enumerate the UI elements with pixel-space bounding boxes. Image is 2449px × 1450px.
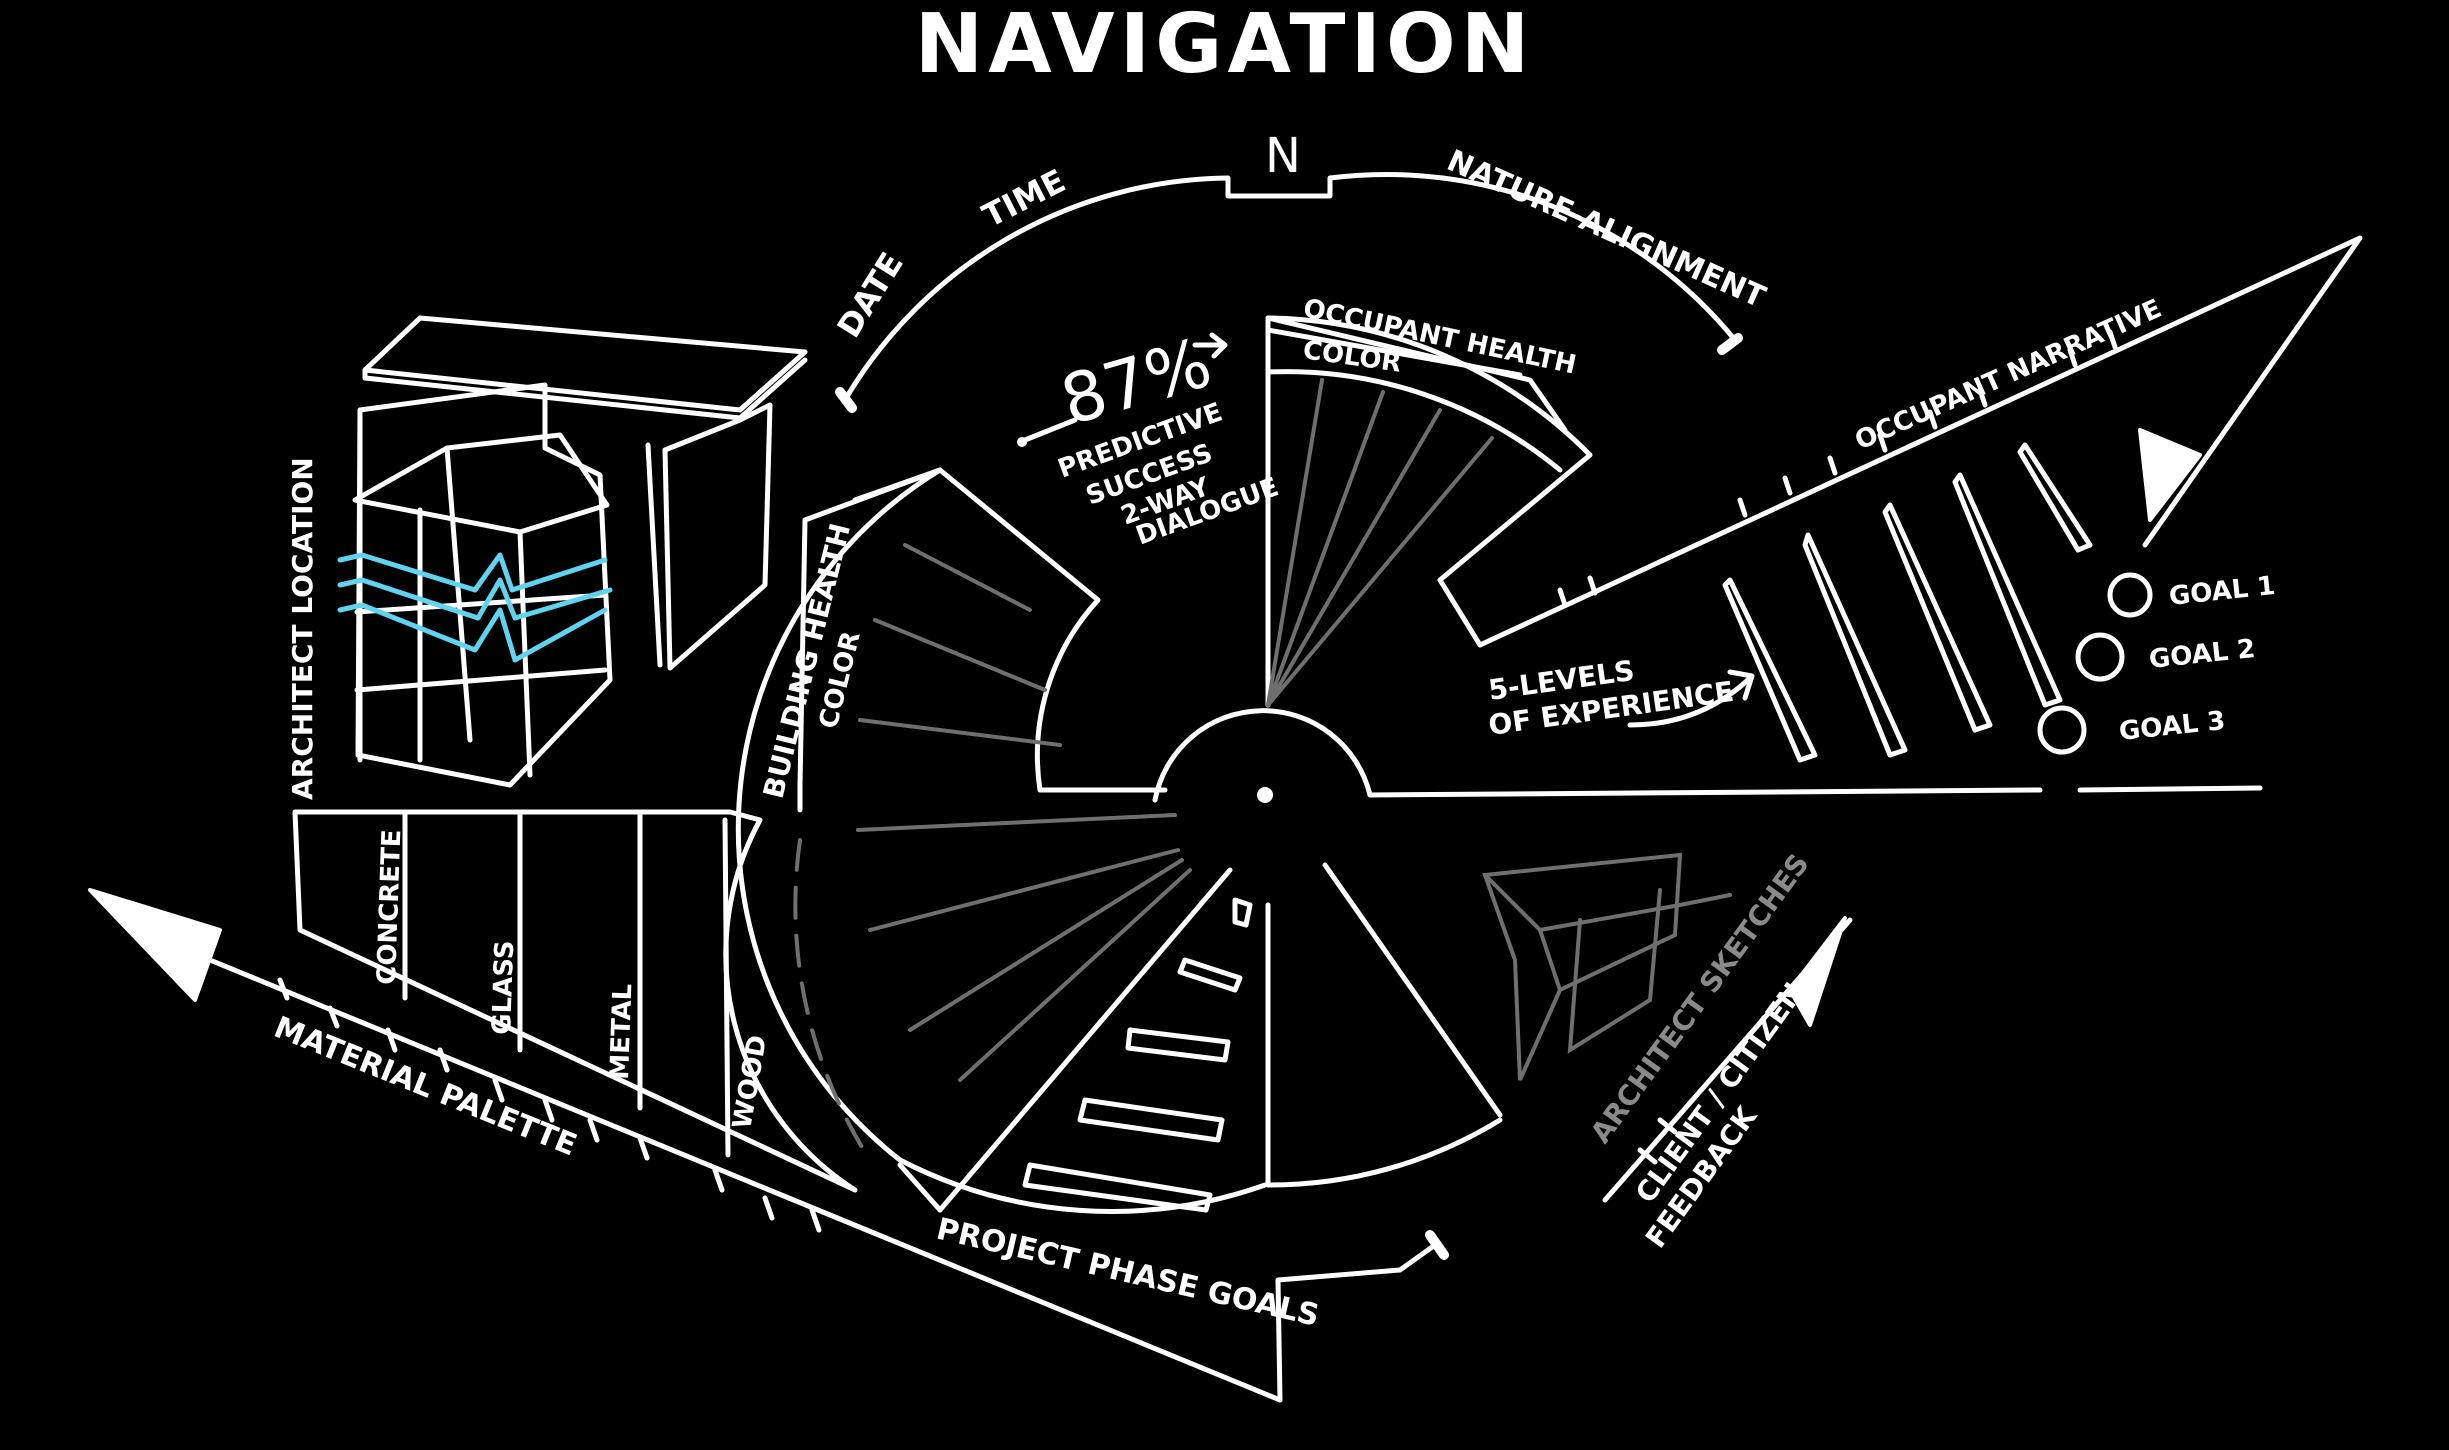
hub-dot-icon: [1257, 787, 1273, 803]
page-title: NAVIGATION: [914, 0, 1535, 92]
material-palette-label: MATERIAL PALETTE: [269, 1010, 582, 1163]
architect-sketch-cube: [1482, 852, 1732, 1081]
compass-arc: [835, 171, 1743, 413]
predictive-success-block: [1017, 332, 1228, 447]
experience-arrowhead-icon: [1727, 669, 1755, 701]
building-health-color-bands: [793, 543, 1192, 1162]
architect-location-label: ARCHITECT LOCATION: [286, 457, 319, 800]
feedback-arrow: [1602, 916, 1853, 1203]
project-phase-rungs: [1022, 897, 1253, 1213]
occupant-narrative-arrow: [1477, 235, 2363, 648]
goal-2-icon: [2075, 632, 2125, 682]
experience-level-bars: [1722, 442, 2093, 763]
goal-1-icon: [2107, 572, 2153, 618]
material-palette-arrow: [88, 888, 1283, 1403]
occupant-health-color-bands: [1266, 378, 1494, 707]
central-wheel: OCCUPANT HEALTH COLOR BUILDING HEALTH CO…: [735, 294, 2263, 1214]
compass-time-label: TIME: [976, 162, 1071, 236]
project-phase-goals-label: PROJECT PHASE GOALS: [933, 1212, 1322, 1334]
material-item-glass: GLASS: [487, 940, 520, 1035]
compass-north-label: N: [1265, 128, 1301, 184]
compass-nature-label: NATURE ALIGNMENT: [1442, 143, 1771, 315]
goal-3-label: GOAL 3: [2118, 706, 2227, 747]
material-palette-strip: [292, 809, 858, 1193]
project-phase-goals-frame: [1275, 1230, 1449, 1403]
goal-3-icon: [2037, 705, 2087, 755]
material-item-concrete: CONCRETE: [372, 829, 407, 985]
experience-arrow: [1627, 675, 1753, 728]
material-item-wood: WOOD: [727, 1033, 773, 1131]
occupant-narrative-label: OCCUPANT NARRATIVE: [1851, 294, 2167, 456]
architect-building-sketch: [337, 315, 808, 788]
material-item-metal: METAL: [605, 983, 638, 1080]
goal-2-label: GOAL 2: [2148, 634, 2257, 675]
goal-1-label: GOAL 1: [2168, 571, 2277, 612]
